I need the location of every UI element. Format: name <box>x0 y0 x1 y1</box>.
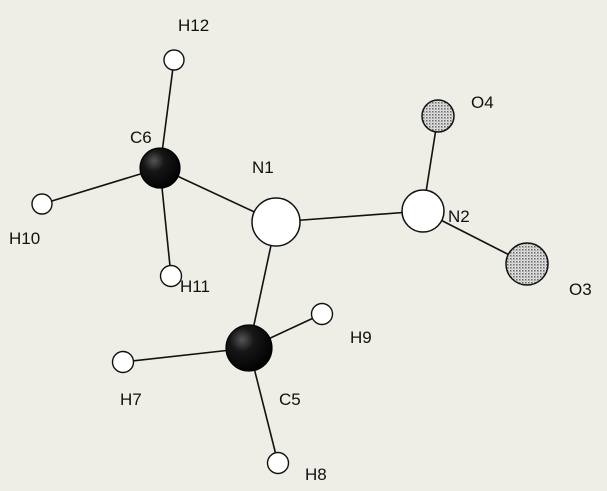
atom-label-n2: N2 <box>448 207 470 226</box>
atom-o3 <box>505 242 549 286</box>
atom-label-h12: H12 <box>178 16 209 35</box>
atom-h9 <box>310 302 334 326</box>
atom-label-n1: N1 <box>252 158 274 177</box>
atom-n1 <box>251 197 301 247</box>
atom-o4 <box>421 99 455 133</box>
atoms-layer <box>31 49 549 475</box>
atom-h10 <box>31 193 53 215</box>
atom-label-c5: C5 <box>279 390 301 409</box>
atom-label-c6: C6 <box>130 128 152 147</box>
atom-h7 <box>111 350 135 374</box>
atom-label-h11: H11 <box>180 277 210 296</box>
atom-c5 <box>225 324 273 372</box>
atom-c6 <box>139 147 181 189</box>
atom-h8 <box>266 451 290 475</box>
atom-n2 <box>401 189 445 233</box>
atom-label-h8: H8 <box>305 465 327 484</box>
atom-h11 <box>159 264 183 288</box>
atom-label-o4: O4 <box>471 93 494 112</box>
atom-label-h10: H10 <box>9 229 40 248</box>
atom-h12 <box>163 49 185 71</box>
atom-label-h9: H9 <box>350 328 372 347</box>
atom-label-h7: H7 <box>120 390 142 409</box>
atom-label-o3: O3 <box>569 280 592 299</box>
